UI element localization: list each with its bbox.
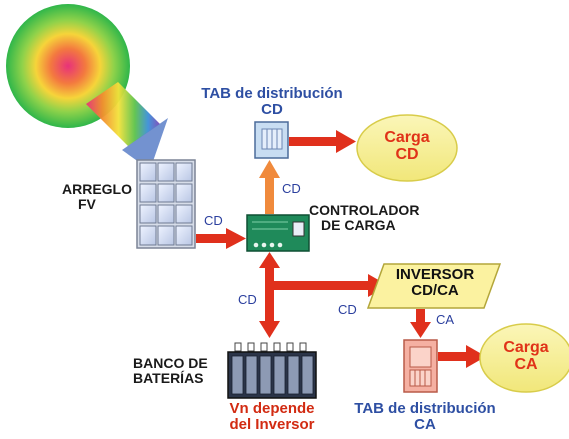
pv-array [136,159,196,249]
charge-controller [246,214,310,252]
battery-bank [227,342,317,399]
flow-label-controller-panel: CD [282,181,301,196]
dc-panel-label: TAB de distribución CD [193,86,351,118]
dc-panel-label-line1: TAB de distribución [201,85,343,102]
battery-label-line1: BANCO DE [133,355,208,371]
dc-load-label-line1: Carga [384,129,430,146]
arrow-pv-to-controller [196,228,246,249]
arrow-to-inverter [274,274,388,297]
controller-label: CONTROLADOR DE CARGA [309,203,419,232]
dc-panel-label-line2: CD [261,100,283,118]
arrow-ac-panel-to-ac-load [438,345,486,368]
ac-load [479,323,569,393]
pv-array-label-line2: FV [78,195,96,212]
ac-load-label-line1: Carga [503,339,549,356]
flow-label-battery-line: CD [238,292,257,307]
flow-label-to-inverter: CD [338,302,357,317]
battery-note-line2: del Inversor [229,415,315,433]
controller-label-line2: DE CARGA [321,216,396,233]
light-beam-icon [86,82,168,170]
flow-label-pv-controller: CD [204,213,223,228]
inverter-label-line2: CD/CA [411,281,459,299]
battery-label: BANCO DE BATERÍAS [133,356,208,385]
dc-load-label: Carga CD [367,129,447,164]
arrow-dc-panel-to-dc-load [289,130,356,153]
arrow-controller-battery [259,252,280,338]
arrow-inverter-to-ac-panel [410,309,431,338]
battery-label-line2: BATERÍAS [133,369,204,386]
pv-array-label-line1: ARREGLO [62,181,132,197]
ac-panel-label: TAB de distribución CA [344,401,506,433]
inverter-label-line1: INVERSOR [395,266,475,283]
controller-label-line1: CONTROLADOR [309,202,420,218]
dc-load [356,114,458,182]
inverter [366,263,502,309]
dc-distribution-panel [254,121,289,159]
ac-distribution-panel [403,339,438,393]
dc-load-label-line2: CD [395,145,419,163]
inverter-label: INVERSOR CD/CA [380,267,490,299]
arrow-controller-to-dc-panel [259,160,280,214]
pv-array-label: ARREGLO FV [62,182,132,211]
ac-panel-label-line2: CA [414,415,436,433]
battery-note: Vn depende del Inversor [226,401,318,433]
flow-label-inverter-panel: CA [436,312,455,327]
ac-load-label: Carga CA [486,339,566,374]
ac-load-label-line2: CA [514,355,538,373]
ac-panel-label-line1: TAB de distribución [354,400,496,417]
battery-note-line1: Vn depende [229,400,315,417]
